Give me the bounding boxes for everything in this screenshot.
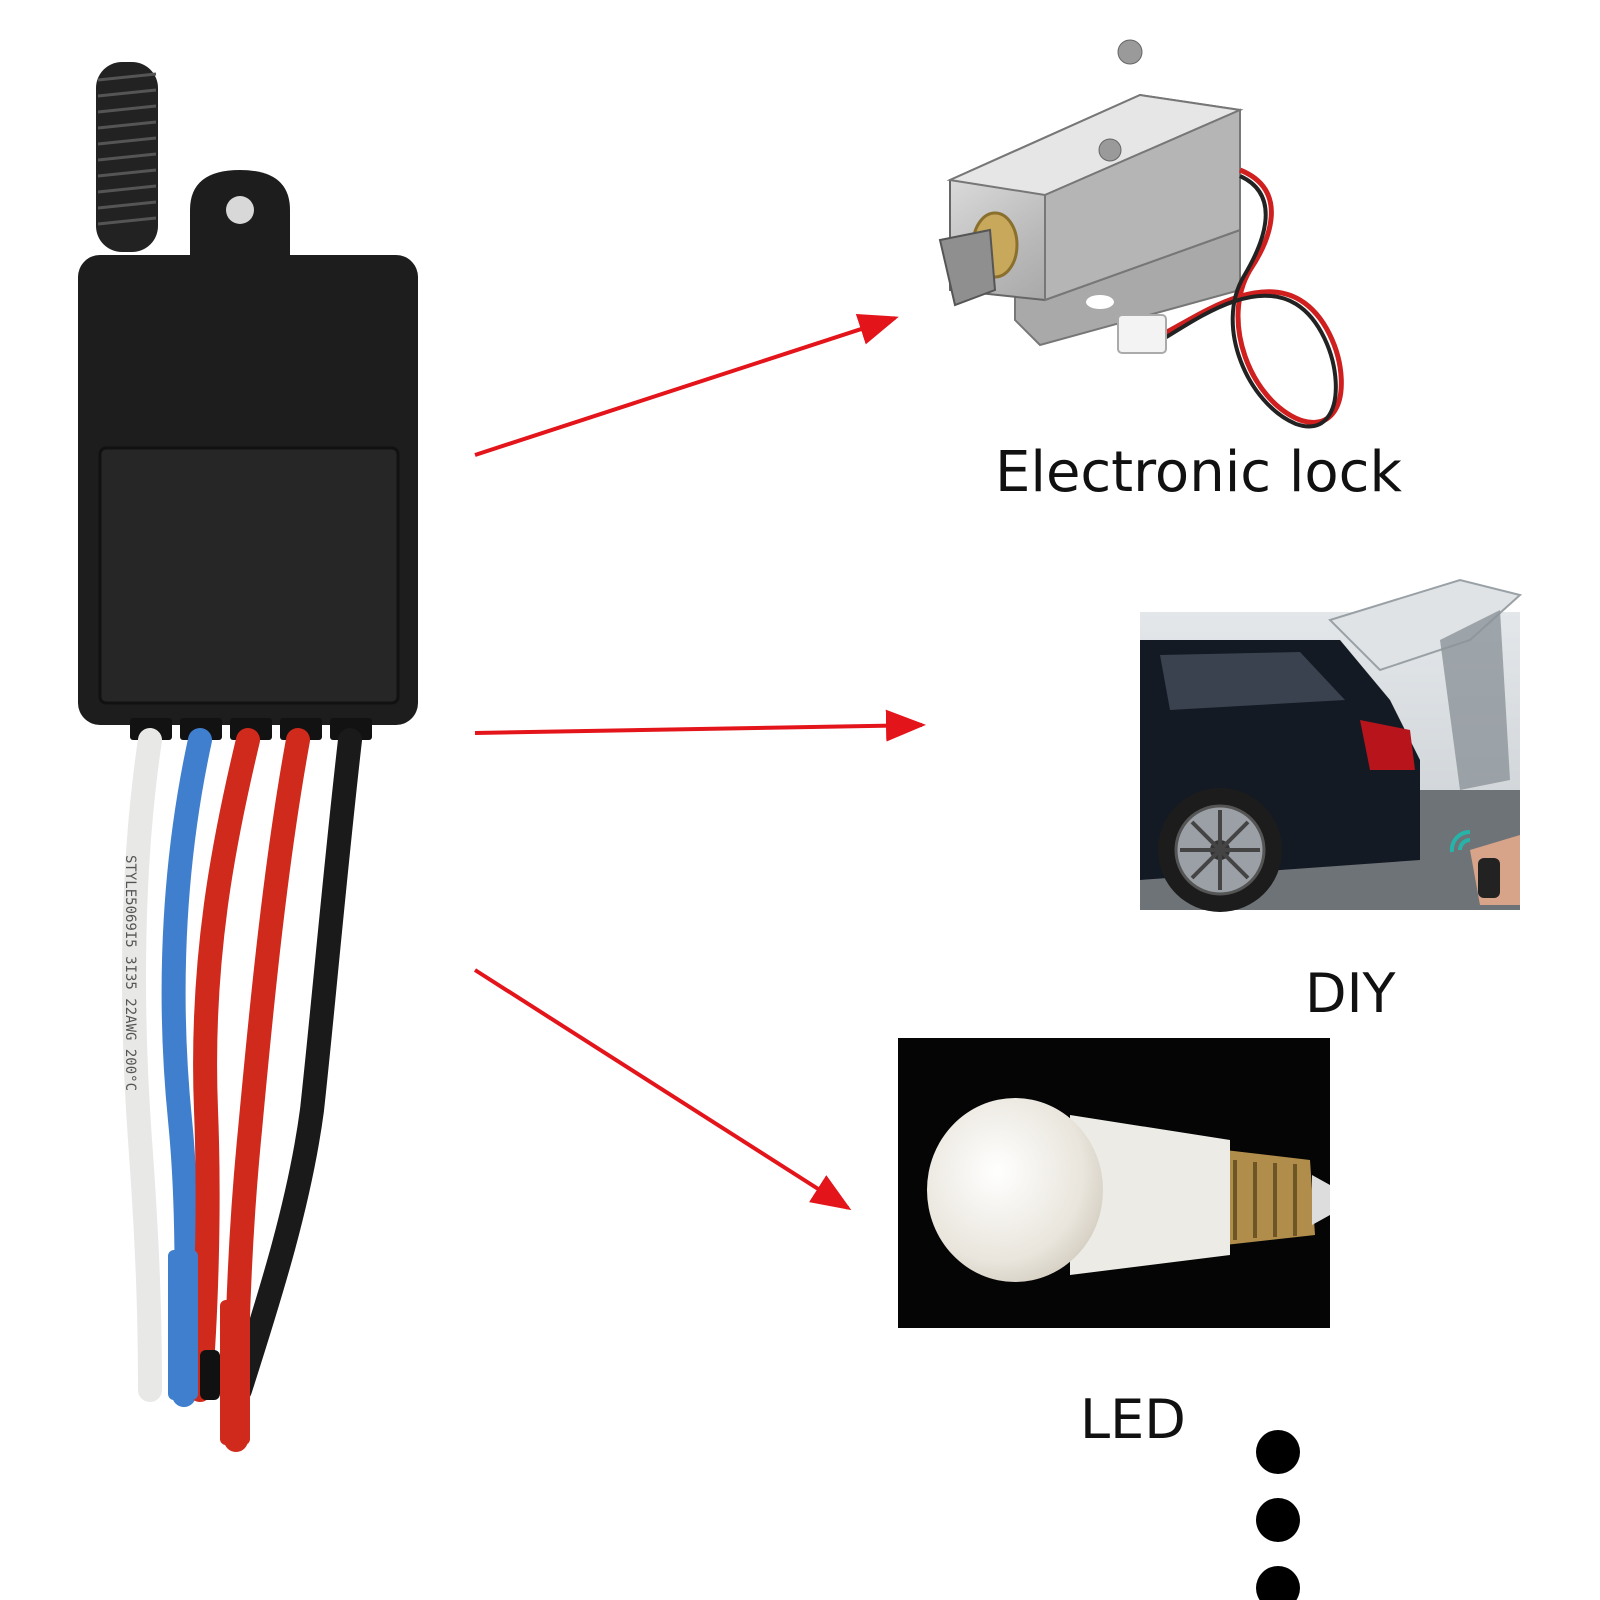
dot xyxy=(1256,1430,1300,1474)
electronic-lock-image xyxy=(938,39,1344,429)
label-electronic-lock: Electronic lock xyxy=(995,440,1402,505)
mounting-hole xyxy=(226,196,254,224)
arrow-to-led xyxy=(473,968,852,1211)
label-diy: DIY xyxy=(1305,962,1396,1025)
diy-car-image xyxy=(1140,578,1523,912)
arrows xyxy=(473,313,926,1211)
dot xyxy=(1256,1566,1300,1600)
arrow-to-lock xyxy=(474,313,899,457)
wire-white xyxy=(122,728,162,1402)
relay-module xyxy=(78,62,418,740)
led-bulb-image xyxy=(898,1038,1330,1328)
wire-black xyxy=(228,728,362,1402)
continuation-dots xyxy=(1256,1430,1300,1600)
antenna-coil xyxy=(96,62,158,252)
wire-tips xyxy=(168,1250,250,1445)
arrow-to-diy xyxy=(474,709,926,742)
module-lid xyxy=(98,446,400,705)
dot xyxy=(1256,1498,1300,1542)
wire-red-1 xyxy=(188,728,260,1402)
label-led: LED xyxy=(1080,1388,1186,1451)
wire-print: STYLE5069I5 3I35 22AWG 200°C xyxy=(122,855,138,1091)
